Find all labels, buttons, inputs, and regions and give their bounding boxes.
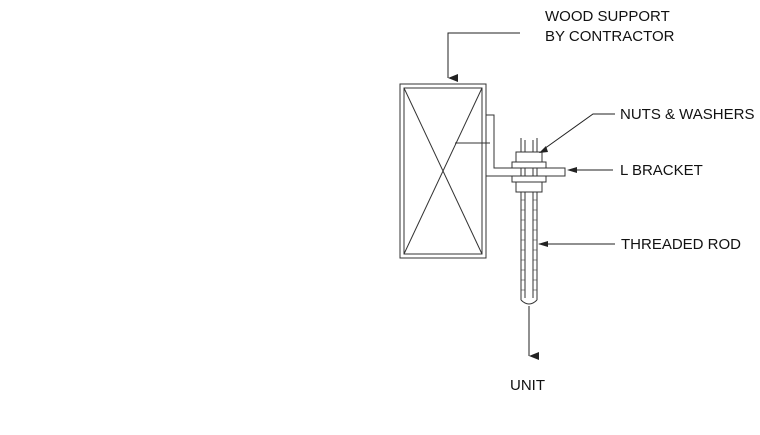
l-bracket-arrowhead bbox=[567, 167, 577, 173]
threaded-rod-label: THREADED ROD bbox=[621, 236, 741, 253]
wood-support-block bbox=[399, 83, 487, 259]
unit-label: UNIT bbox=[510, 377, 545, 394]
wood-support-label-line2: BY CONTRACTOR bbox=[545, 28, 675, 45]
threaded-rod-arrowhead bbox=[538, 241, 548, 247]
wood-support-label-line1: WOOD SUPPORT bbox=[545, 8, 670, 25]
nuts-washers-leader bbox=[543, 113, 615, 150]
nuts-washers-label: NUTS & WASHERS bbox=[620, 106, 754, 123]
wood-support-leader bbox=[447, 32, 520, 82]
nuts-washers-arrowhead bbox=[539, 146, 548, 153]
leader-lines bbox=[447, 32, 615, 360]
rod-threads bbox=[521, 199, 537, 291]
l-bracket-label: L BRACKET bbox=[620, 162, 703, 179]
nuts-and-washers bbox=[511, 151, 547, 193]
